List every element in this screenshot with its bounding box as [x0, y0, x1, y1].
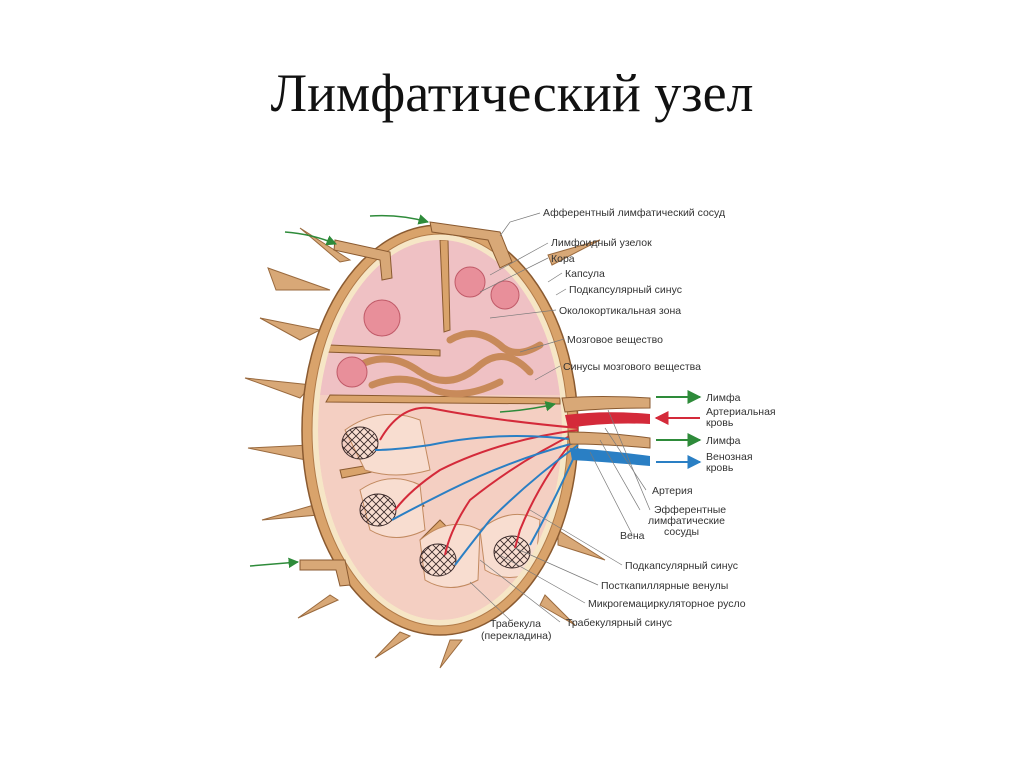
legend-lymph-out: Лимфа: [706, 435, 741, 447]
label-trabecula-line1: Трабекула: [490, 618, 541, 630]
label-efferent-line3: сосуды: [664, 526, 699, 538]
label-postcapillary: Посткапиллярные венулы: [601, 580, 728, 592]
label-trabecula-line2: (перекладина): [481, 630, 552, 642]
connective-tissue: [244, 227, 606, 669]
legend-venous-line1: Венозная: [706, 451, 753, 463]
label-nodule: Лимфоидный узелок: [551, 237, 652, 249]
label-efferent-line2: лимфатические: [648, 515, 725, 527]
capillary-nets: [341, 426, 531, 577]
label-trabecular-sinus: Трабекулярный синус: [566, 617, 672, 629]
nodule: [363, 299, 401, 337]
label-artery: Артерия: [652, 485, 693, 497]
legend-venous-line2: кровь: [706, 462, 734, 474]
label-medullary-sinuses: Синусы мозгового вещества: [563, 361, 701, 373]
label-capsule: Капсула: [565, 268, 605, 280]
leader-lines: [469, 212, 651, 623]
label-subcapsular-bottom: Подкапсулярный синус: [625, 560, 738, 572]
afferent-vessels: [299, 221, 513, 587]
label-paracortex: Околокортикальная зона: [559, 305, 681, 317]
slide-title: Лимфатический узел: [270, 63, 754, 123]
label-microcirculation: Микрогемациркуляторное русло: [588, 598, 746, 610]
nodule: [454, 266, 486, 298]
label-cortex: Кора: [551, 253, 575, 265]
structure-labels: Афферентный лимфатический сосуд Лимфоидн…: [481, 207, 746, 642]
medullary-cords: [356, 330, 544, 398]
nodule: [490, 280, 520, 310]
label-efferent-line1: Эфферентные: [654, 504, 726, 516]
legend-arterial-line1: Артериальная: [706, 406, 776, 418]
nodule: [336, 356, 368, 388]
legend-lymph-in: Лимфа: [706, 392, 741, 404]
lymph-flow-arrows: [249, 214, 557, 569]
label-medulla: Мозговое вещество: [567, 334, 663, 346]
label-vein: Вена: [620, 530, 645, 542]
lymphoid-nodules: [336, 266, 520, 388]
label-subcapsular-top: Подкапсулярный синус: [569, 284, 682, 296]
legend: Лимфа Артериальная кровь Лимфа Венозная …: [654, 390, 776, 474]
label-afferent: Афферентный лимфатический сосуд: [543, 207, 725, 219]
legend-arterial-line2: кровь: [706, 417, 734, 429]
